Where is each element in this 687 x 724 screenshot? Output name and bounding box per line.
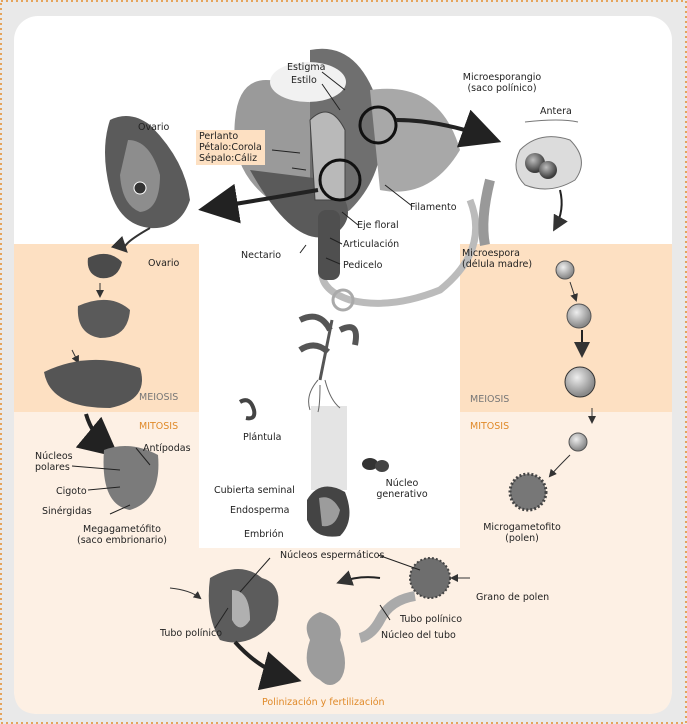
label-microesporangio: Microesporangio <box>447 72 557 83</box>
label-nucleo: Núcleo <box>372 478 432 489</box>
label-sepalo: Sépalo:Cáliz <box>199 153 262 164</box>
label-articulacion: Articulación <box>343 239 399 250</box>
label-pedicelo: Pedicelo <box>343 260 382 271</box>
label-grano-de-polen: Grano de polen <box>476 592 549 603</box>
label-polen: (polen) <box>472 533 572 544</box>
label-megagametofito: Megagametófito <box>62 524 182 535</box>
label-perlanto-box: Perlanto Pétalo:Corola Sépalo:Cáliz <box>196 130 265 165</box>
label-generativo: generativo <box>372 489 432 500</box>
label-saco-embrionario: (saco embrionario) <box>62 535 182 546</box>
label-filamento: Filamento <box>410 202 457 213</box>
label-mitosis-left: MITOSIS <box>139 421 178 432</box>
label-microespora: Microespora <box>462 248 532 259</box>
label-estigma: Estigma <box>287 62 325 73</box>
label-tubo-polinico-right: Tubo polínico <box>400 614 462 625</box>
label-polinizacion-fertilizacion: Polinización y fertilización <box>262 697 385 708</box>
label-nectario: Nectario <box>241 250 281 261</box>
seed-stalk <box>311 406 347 490</box>
label-nucleo-del-tubo: Núcleo del tubo <box>381 630 456 641</box>
label-petalo: Pétalo:Corola <box>199 142 262 153</box>
bottom-band <box>14 548 672 714</box>
label-mitosis-right: MITOSIS <box>470 421 509 432</box>
label-celula-madre: (délula madre) <box>462 259 532 270</box>
label-endosperma: Endosperma <box>230 505 290 516</box>
label-polares: polares <box>35 462 73 473</box>
label-antipodas: Antípodas <box>143 443 191 454</box>
label-nucleos-polares-group: Núcleos polares <box>35 451 73 473</box>
label-eje-floral: Eje floral <box>357 220 399 231</box>
label-tubo-polinico-left: Tubo polínico <box>160 628 222 639</box>
label-cigoto: Cigoto <box>56 486 87 497</box>
label-sinergidas: Sinérgidas <box>42 506 92 517</box>
label-microespora-group: Microespora (délula madre) <box>462 248 532 270</box>
label-nucleos: Núcleos <box>35 451 73 462</box>
label-antera: Antera <box>540 106 572 117</box>
label-microesporangio-group: Microesporangio (saco polínico) <box>447 72 557 94</box>
label-nucleos-espermaticos: Núcleos espermáticos <box>280 550 384 561</box>
label-ovario-top: Ovario <box>138 122 169 133</box>
label-meiosis-right: MEIOSIS <box>470 394 509 405</box>
label-saco-polinico: (saco polínico) <box>447 83 557 94</box>
label-megagametofito-group: Megagametófito (saco embrionario) <box>62 524 182 546</box>
label-nucleo-generativo-group: Núcleo generativo <box>372 478 432 500</box>
label-microgametofito-group: Microgametofito (polen) <box>472 522 572 544</box>
label-plantula: Plántula <box>243 432 281 443</box>
label-ovario-left: Ovario <box>148 258 179 269</box>
label-microgametofito: Microgametofito <box>472 522 572 533</box>
label-estilo: Estilo <box>291 75 317 86</box>
label-perlanto: Perlanto <box>199 131 262 142</box>
label-cubierta-seminal: Cubierta seminal <box>214 485 295 496</box>
label-embrion: Embrión <box>244 529 284 540</box>
label-meiosis-left: MEIOSIS <box>139 392 178 403</box>
